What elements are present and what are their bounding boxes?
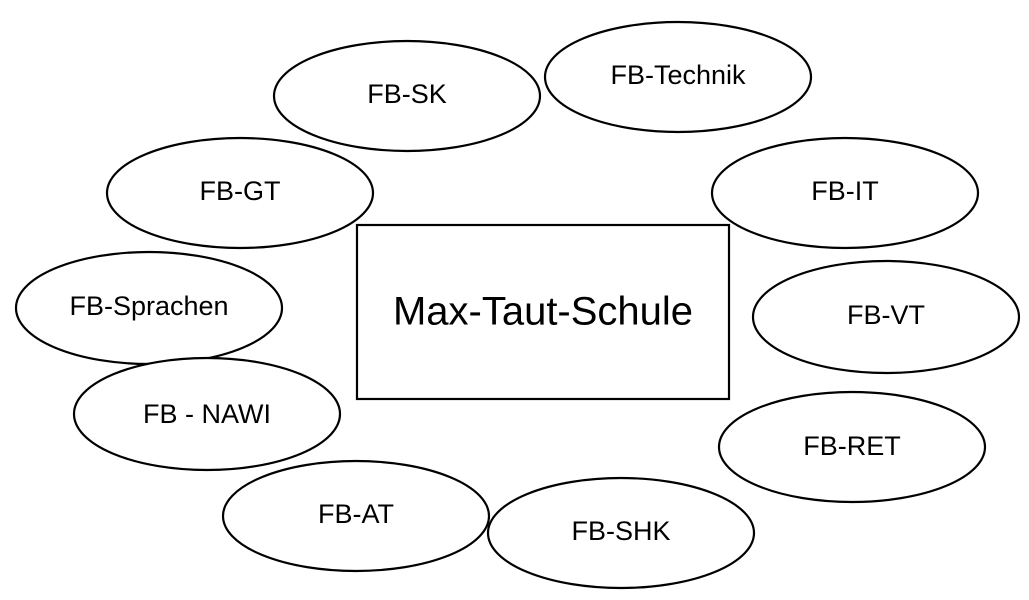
department-node-fb-at: FB-AT bbox=[221, 459, 491, 573]
department-ellipse bbox=[221, 459, 491, 573]
department-node-fb-it: FB-IT bbox=[710, 136, 980, 250]
center-node: Max-Taut-Schule bbox=[355, 223, 731, 401]
department-ellipse bbox=[717, 390, 987, 504]
department-node-fb-ret: FB-RET bbox=[717, 390, 987, 504]
center-label: Max-Taut-Schule bbox=[393, 290, 693, 334]
department-label: FB-SHK bbox=[571, 516, 670, 546]
department-ellipse bbox=[710, 136, 980, 250]
department-ellipse bbox=[272, 39, 542, 153]
department-label: FB-GT bbox=[200, 176, 281, 206]
department-ellipse bbox=[751, 259, 1021, 375]
department-label: FB - NAWI bbox=[143, 399, 271, 429]
department-label: FB-Sprachen bbox=[69, 291, 228, 321]
department-node-fb-nawi: FB - NAWI bbox=[72, 356, 342, 472]
department-node-fb-sprachen: FB-Sprachen bbox=[14, 250, 284, 366]
department-label: FB-VT bbox=[847, 300, 925, 330]
department-node-fb-shk: FB-SHK bbox=[486, 476, 756, 590]
department-label: FB-SK bbox=[367, 79, 447, 109]
department-ellipse bbox=[543, 20, 813, 134]
center-box bbox=[355, 223, 731, 401]
department-ellipse bbox=[486, 476, 756, 590]
department-ellipse bbox=[105, 136, 375, 250]
department-node-fb-technik: FB-Technik bbox=[543, 20, 813, 134]
department-node-fb-sk: FB-SK bbox=[272, 39, 542, 153]
department-label: FB-IT bbox=[811, 176, 879, 206]
department-label: FB-RET bbox=[803, 431, 901, 461]
department-node-fb-gt: FB-GT bbox=[105, 136, 375, 250]
department-label: FB-AT bbox=[318, 499, 394, 529]
department-label: FB-Technik bbox=[610, 60, 746, 90]
department-node-fb-vt: FB-VT bbox=[751, 259, 1021, 375]
department-ellipse bbox=[72, 356, 342, 472]
